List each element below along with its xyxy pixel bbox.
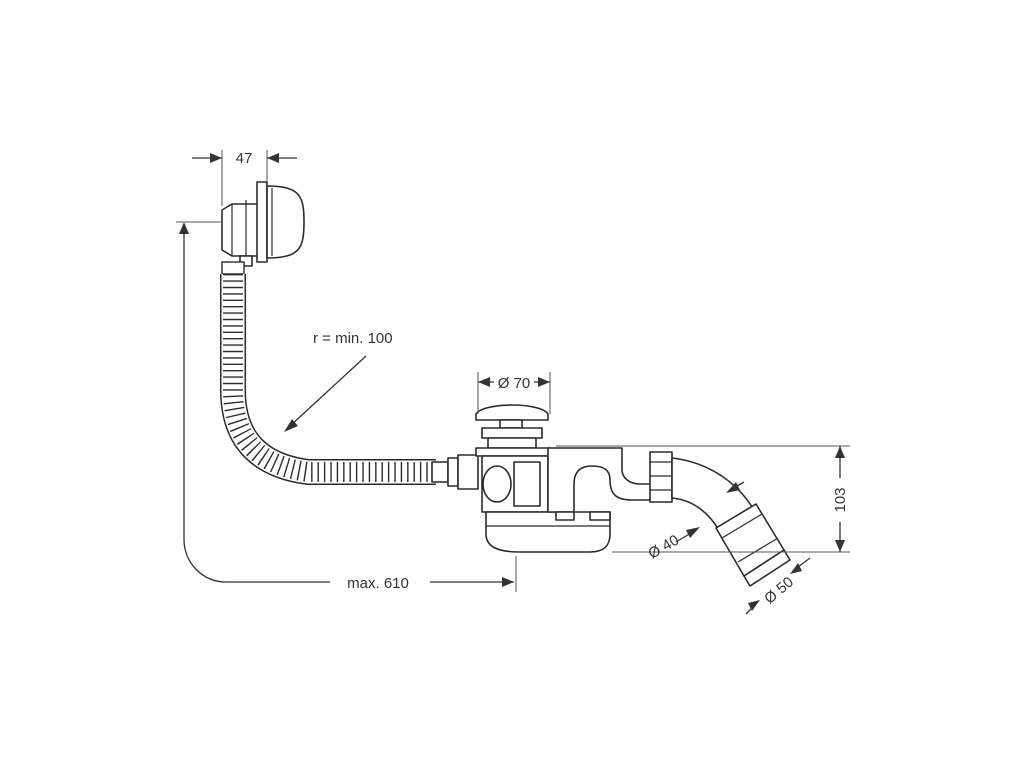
label-height: 103	[832, 487, 849, 512]
label-inlet-diameter: Ø 40	[645, 532, 682, 563]
dimension-max-length: max. 610	[176, 221, 517, 592]
overflow-unit	[221, 181, 305, 267]
label-47: 47	[236, 150, 253, 167]
dimension-height: 103	[556, 445, 850, 553]
label-max-length: max. 610	[347, 575, 409, 592]
label-drain-diameter: Ø 70	[498, 375, 531, 392]
dimension-drain-diameter: Ø 70	[477, 372, 551, 414]
drain-siphon	[475, 404, 653, 553]
label-outlet-diameter: Ø 50	[761, 574, 797, 608]
corrugated-hose	[220, 261, 479, 490]
outlet-elbow	[649, 451, 791, 587]
label-hose-radius: r = min. 100	[313, 330, 393, 347]
dimension-hose-radius: r = min. 100	[284, 330, 393, 432]
dimension-47: 47	[192, 150, 297, 206]
